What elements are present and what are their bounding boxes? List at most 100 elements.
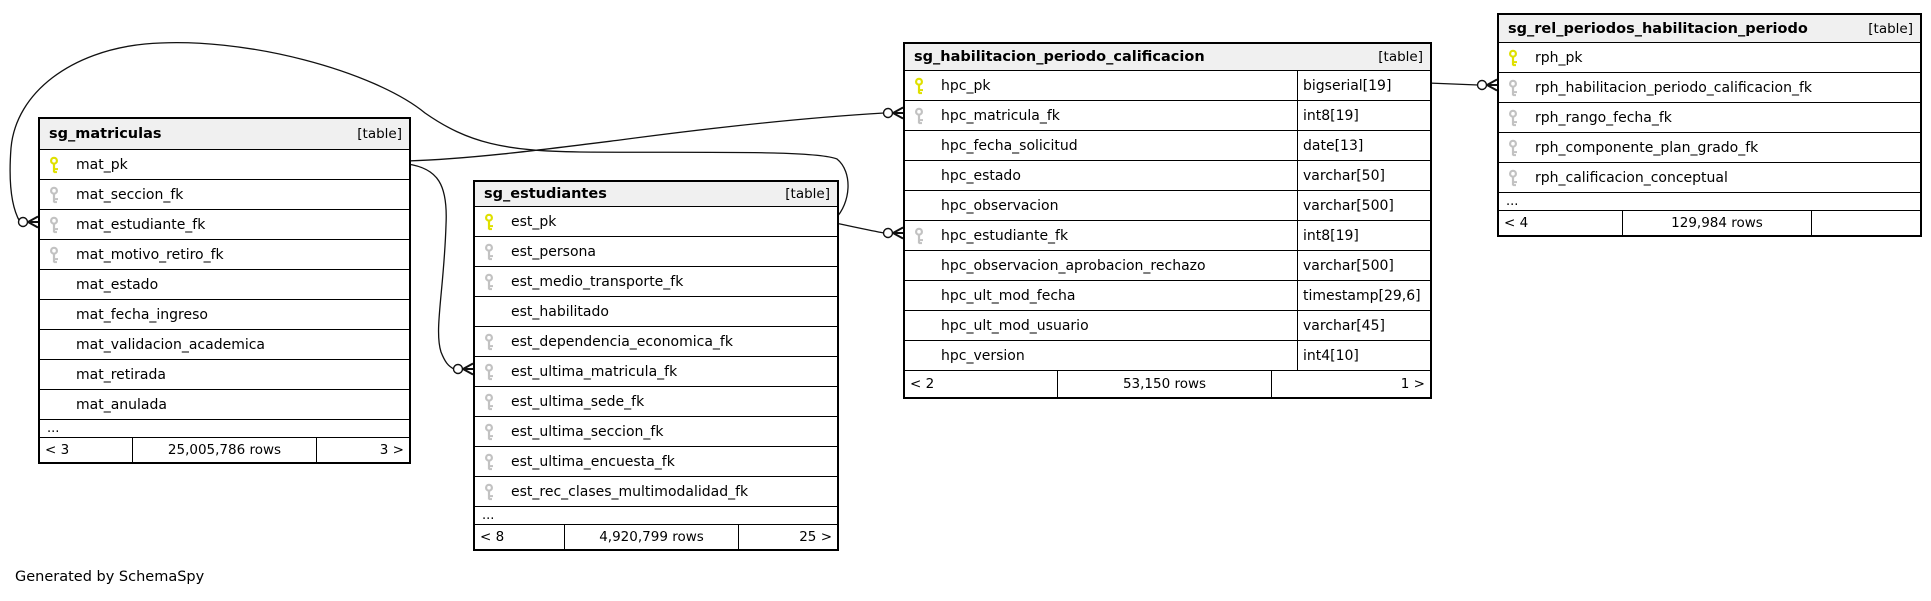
table-name[interactable]: sg_estudiantes	[484, 186, 607, 202]
column-row-est_ultima_matricula_fk: est_ultima_matricula_fk	[475, 356, 837, 386]
column-name: est_ultima_seccion_fk	[511, 423, 664, 440]
column-name: mat_estado	[76, 276, 159, 293]
column-row-rph_habilitacion_periodo_calificacion_fk: rph_habilitacion_periodo_calificacion_fk	[1499, 72, 1920, 102]
column-name: hpc_matricula_fk	[941, 107, 1060, 124]
column-row-est_persona: est_persona	[475, 236, 837, 266]
table-tag: [table]	[1868, 20, 1913, 37]
column-name: est_habilitado	[511, 303, 609, 320]
relation-sg_matriculas.mat_pk-to-sg_estudiantes.est_ultima_matricula_fk	[406, 163, 455, 370]
row-count: 4,920,799 rows	[564, 525, 739, 549]
column-row-hpc_fecha_solicitud: hpc_fecha_solicitud date[13]	[905, 130, 1430, 160]
row-count: 53,150 rows	[1057, 371, 1272, 397]
fk-count-out	[1812, 211, 1920, 235]
column-name: hpc_estado	[941, 167, 1021, 184]
foreign-key-icon	[1508, 139, 1519, 156]
column-name: mat_motivo_retiro_fk	[76, 246, 224, 263]
column-row-rph_pk: rph_pk	[1499, 42, 1920, 72]
column-name: hpc_observacion_aprobacion_rechazo	[941, 257, 1206, 274]
zero-or-many-circle-marker	[17, 216, 29, 228]
relation-sg_habilitacion_periodo_calificacion.hpc_pk-to-sg_rel_periodos_habilitacion_periodo.rph_habilitacion_periodo_calificacion_fk	[1427, 82, 1479, 86]
foreign-key-icon	[49, 216, 60, 233]
fk-count-out: 25 >	[799, 529, 832, 545]
zero-or-many-circle-marker	[1476, 79, 1488, 91]
column-name: rph_rango_fecha_fk	[1535, 109, 1672, 126]
crows-foot-marker	[460, 362, 474, 376]
column-row-mat_pk: mat_pk	[40, 149, 409, 179]
column-name: est_rec_clases_multimodalidad_fk	[511, 483, 749, 500]
foreign-key-icon	[914, 107, 925, 124]
foreign-key-icon	[49, 186, 60, 203]
primary-key-icon	[914, 77, 925, 94]
foreign-key-icon	[1508, 109, 1519, 126]
table-name[interactable]: sg_rel_periodos_habilitacion_periodo	[1508, 20, 1808, 37]
column-name: est_pk	[511, 213, 557, 230]
column-type: int4[10]	[1297, 341, 1430, 370]
column-name: rph_habilitacion_periodo_calificacion_fk	[1535, 79, 1812, 96]
foreign-key-icon	[49, 246, 60, 263]
fk-count-in: < 2	[910, 376, 935, 392]
column-name: est_medio_transporte_fk	[511, 273, 684, 290]
table-node-sg_habilitacion_periodo_calificacion: sg_habilitacion_periodo_calificacion[tab…	[903, 42, 1432, 399]
column-name: mat_seccion_fk	[76, 186, 184, 203]
column-row-mat_fecha_ingreso: mat_fecha_ingreso	[40, 299, 409, 329]
table-tag: [table]	[357, 126, 402, 142]
foreign-key-icon	[1508, 169, 1519, 186]
primary-key-icon	[49, 156, 60, 173]
column-row-hpc_pk: hpc_pk bigserial[19]	[905, 70, 1430, 100]
table-name[interactable]: sg_matriculas	[49, 126, 162, 142]
column-type: varchar[500]	[1297, 251, 1430, 280]
column-row-mat_anulada: mat_anulada	[40, 389, 409, 419]
foreign-key-icon	[484, 483, 495, 500]
foreign-key-icon	[484, 273, 495, 290]
fk-count-out: 3 >	[379, 442, 404, 458]
column-name: rph_calificacion_conceptual	[1535, 169, 1728, 186]
column-type: date[13]	[1297, 131, 1430, 160]
generator-credit: Generated by SchemaSpy	[15, 569, 205, 585]
foreign-key-icon	[484, 453, 495, 470]
column-row-mat_estudiante_fk: mat_estudiante_fk	[40, 209, 409, 239]
crows-foot-marker	[890, 106, 904, 120]
column-name: est_ultima_matricula_fk	[511, 363, 678, 380]
column-row-rph_componente_plan_grado_fk: rph_componente_plan_grado_fk	[1499, 132, 1920, 162]
foreign-key-icon	[484, 423, 495, 440]
table-node-sg_rel_periodos_habilitacion_periodo: sg_rel_periodos_habilitacion_periodo [tab…	[1497, 13, 1922, 237]
table-node-sg_matriculas: sg_matriculas [table] mat_pk mat_seccion_fk…	[38, 117, 411, 464]
table-name[interactable]: sg_habilitacion_periodo_calificacion	[914, 49, 1205, 65]
column-row-mat_estado: mat_estado	[40, 269, 409, 299]
column-type: timestamp[29,6]	[1297, 281, 1430, 310]
column-name: mat_fecha_ingreso	[76, 306, 208, 323]
column-row-hpc_estado: hpc_estado varchar[50]	[905, 160, 1430, 190]
zero-or-many-circle-marker	[452, 363, 464, 375]
column-type: bigserial[19]	[1297, 71, 1430, 100]
column-row-rph_calificacion_conceptual: rph_calificacion_conceptual	[1499, 162, 1920, 192]
table-tag: [table]	[785, 186, 830, 202]
column-name: est_ultima_encuesta_fk	[511, 453, 675, 470]
column-row-mat_validacion_academica: mat_validacion_academica	[40, 329, 409, 359]
column-name: est_persona	[511, 243, 596, 260]
column-row-hpc_observacion_aprobacion_rechazo: hpc_observacion_aprobacion_rechazo varcha…	[905, 250, 1430, 280]
column-row-hpc_estudiante_fk: hpc_estudiante_fk int8[19]	[905, 220, 1430, 250]
foreign-key-icon	[1508, 79, 1519, 96]
fk-count-out: 1 >	[1400, 376, 1425, 392]
more-columns-indicator: ...	[1499, 192, 1920, 210]
column-name: hpc_fecha_solicitud	[941, 137, 1078, 154]
column-name: rph_pk	[1535, 49, 1583, 66]
column-type: varchar[50]	[1297, 161, 1430, 190]
row-count: 129,984 rows	[1622, 211, 1812, 235]
crows-foot-marker	[25, 215, 39, 229]
column-name: hpc_pk	[941, 77, 991, 94]
zero-or-many-circle-marker	[882, 227, 894, 239]
column-name: hpc_estudiante_fk	[941, 227, 1069, 244]
column-type: int8[19]	[1297, 101, 1430, 130]
column-row-rph_rango_fecha_fk: rph_rango_fecha_fk	[1499, 102, 1920, 132]
more-columns-indicator: ...	[475, 506, 837, 524]
fk-count-in: < 8	[480, 529, 505, 545]
column-type: int8[19]	[1297, 221, 1430, 250]
foreign-key-icon	[484, 393, 495, 410]
